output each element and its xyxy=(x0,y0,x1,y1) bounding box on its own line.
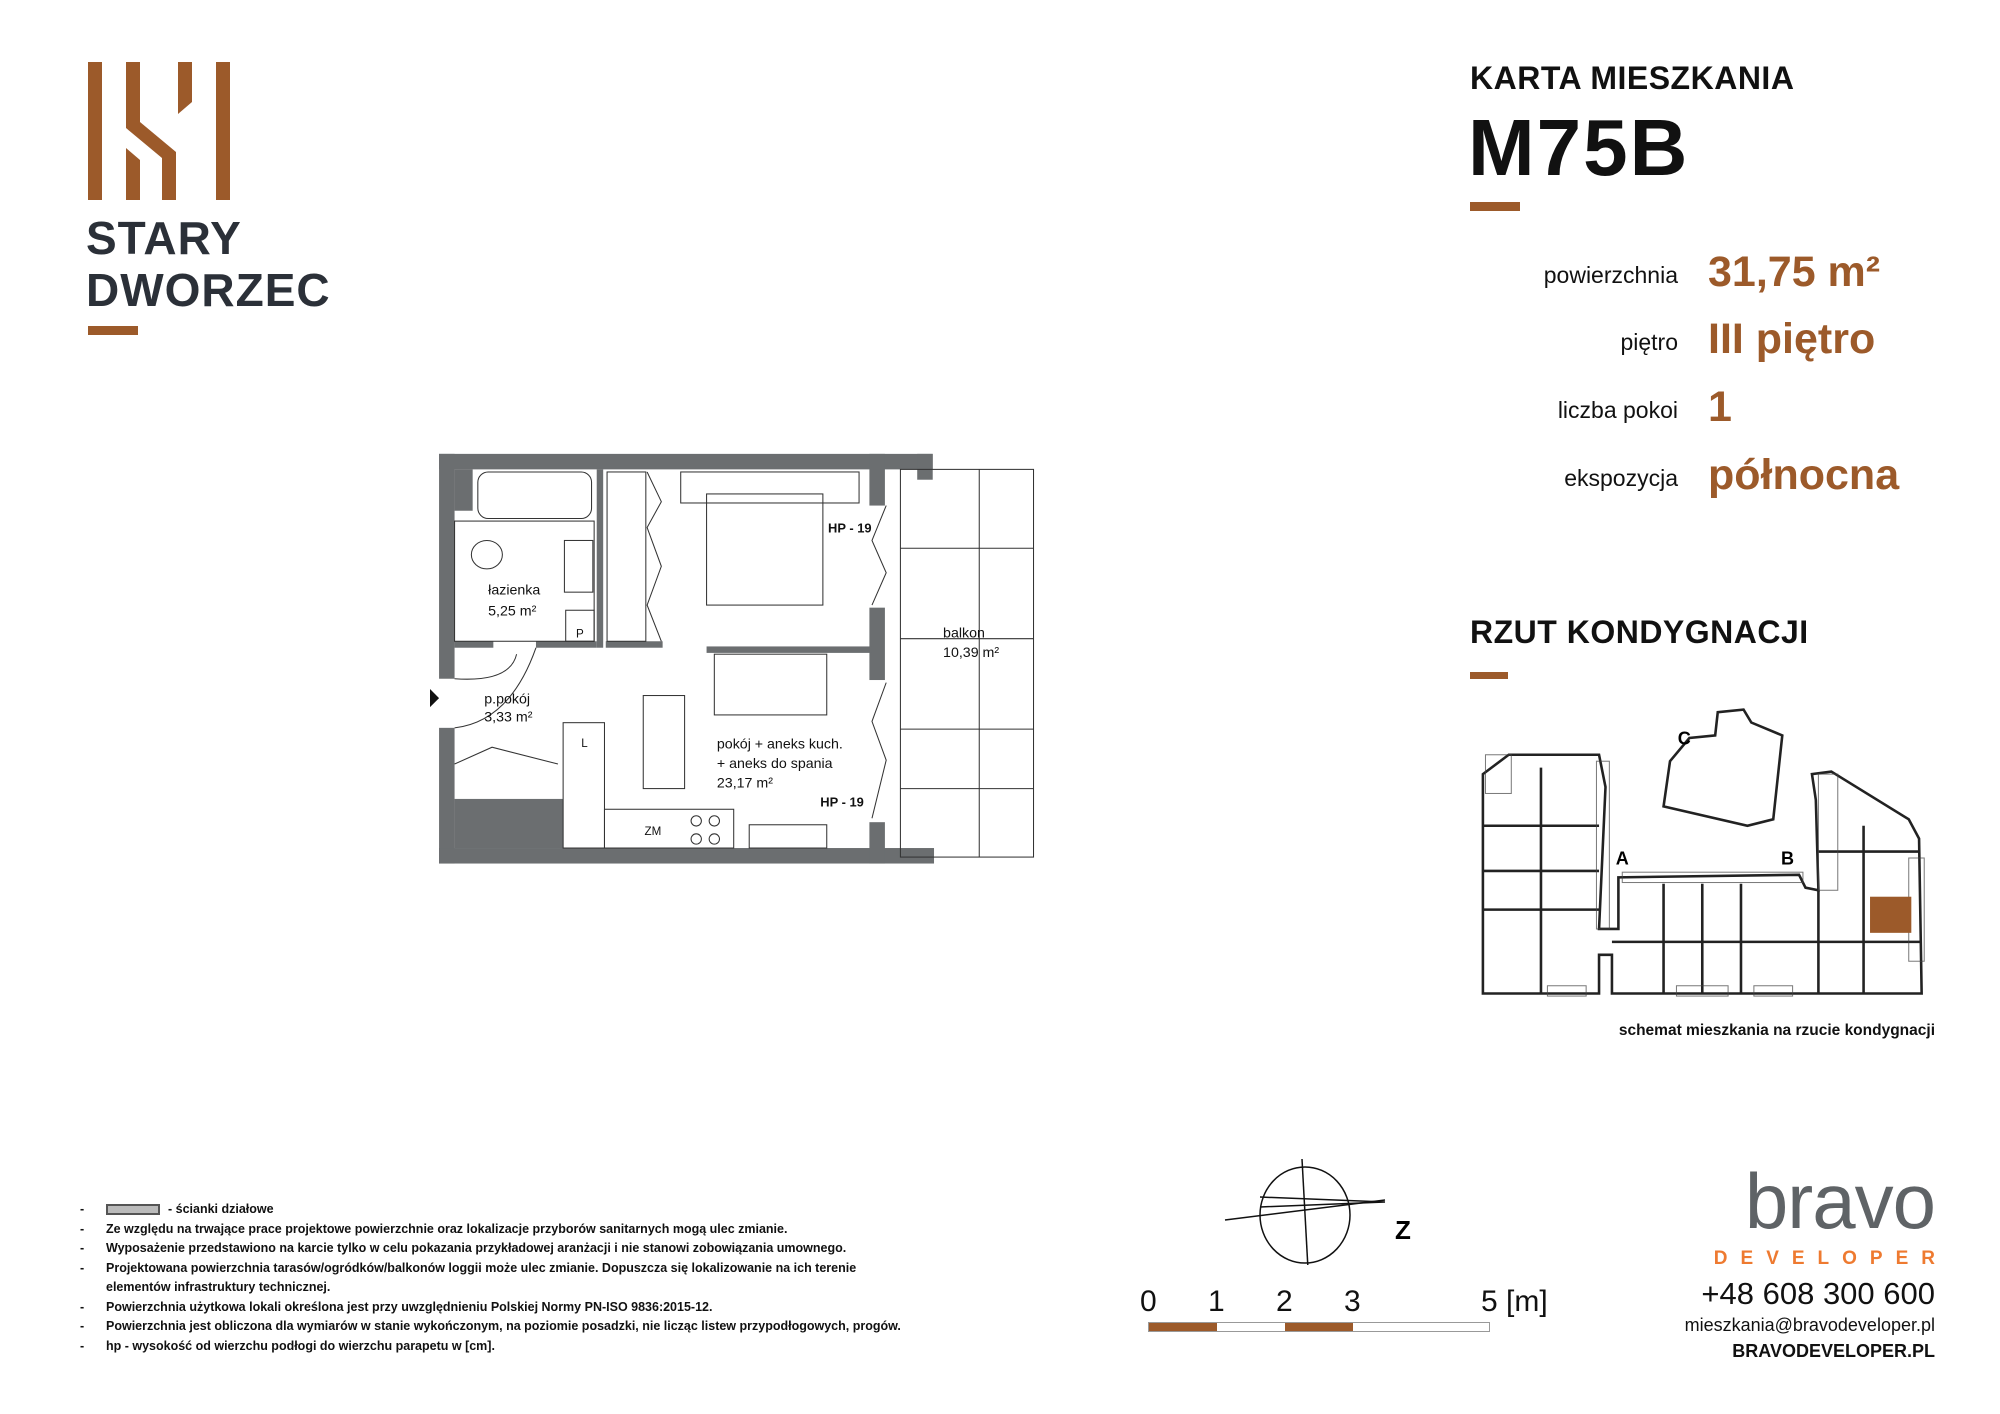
apartment-code: M75B xyxy=(1468,103,1690,192)
room-name-living-2: + aneks do spania xyxy=(717,756,833,772)
room-name-hall: p.pokój xyxy=(484,691,530,707)
highlighted-apartment xyxy=(1870,896,1912,933)
entrance-arrow-icon xyxy=(430,689,440,708)
window-height-bottom: HP - 19 xyxy=(820,795,864,810)
stary-dworzec-logo-mark xyxy=(88,62,230,200)
scale-tick-5: 5 [m] xyxy=(1481,1285,1548,1318)
exterior-walls xyxy=(439,453,935,864)
developer-logo-brand: bravo xyxy=(1744,1157,1936,1245)
building-floor-schematic: A B C xyxy=(1481,708,1925,997)
detail-label-rooms: liczba pokoi xyxy=(1557,397,1678,423)
note-item: hp - wysokość od wierzchu podłogi do wie… xyxy=(80,1337,901,1357)
notes-list: - ścianki działowe Ze względu na trwając… xyxy=(80,1200,901,1356)
apartment-floor-plan: łazienka 5,25 m² p.pokój 3,33 m² pokój +… xyxy=(430,453,1035,864)
developer-website[interactable]: BRAVODEVELOPER.PL xyxy=(1732,1341,1935,1361)
logo-text-stary: STARY xyxy=(86,212,242,264)
floor-section-title: RZUT KONDYGNACJI xyxy=(1470,614,1809,650)
note-item: Powierzchnia jest obliczona dla wymiarów… xyxy=(80,1317,901,1337)
detail-label-exposure: ekspozycja xyxy=(1564,465,1678,491)
accent-bar xyxy=(88,326,138,335)
room-name-living: pokój + aneks kuch. xyxy=(717,737,843,753)
compass-label: Z xyxy=(1395,1215,1411,1245)
developer-email[interactable]: mieszkania@bravodeveloper.pl xyxy=(1684,1315,1935,1335)
developer-phone[interactable]: +48 608 300 600 xyxy=(1701,1276,1935,1311)
detail-value-rooms: 1 xyxy=(1708,383,1732,431)
room-area-hall: 3,33 m² xyxy=(484,709,532,725)
detail-value-area: 31,75 m² xyxy=(1708,248,1881,296)
room-area-bathroom: 5,25 m² xyxy=(488,603,536,619)
detail-label-area: powierzchnia xyxy=(1543,262,1678,288)
scale-tick-2: 2 xyxy=(1276,1285,1293,1318)
accent-bar xyxy=(1470,672,1508,679)
window-height-top: HP - 19 xyxy=(828,521,872,536)
room-name-bathroom: łazienka xyxy=(488,583,540,599)
mark-l: L xyxy=(581,737,588,750)
mark-zm: ZM xyxy=(645,825,662,838)
partition-wall-swatch xyxy=(106,1204,160,1216)
note-item: Projektowana powierzchnia tarasów/ogródk… xyxy=(80,1259,866,1298)
detail-label-floor: piętro xyxy=(1620,329,1678,355)
scale-tick-0: 0 xyxy=(1140,1285,1157,1318)
accent-bar xyxy=(1470,202,1520,211)
scale-tick-3: 3 xyxy=(1344,1285,1361,1318)
compass-icon: Z xyxy=(1224,1158,1411,1265)
room-area-living: 23,17 m² xyxy=(717,775,773,791)
detail-value-floor: III piętro xyxy=(1708,315,1876,363)
floor-schematic-caption: schemat mieszkania na rzucie kondygnacji xyxy=(1618,1022,1935,1039)
building-label-c: C xyxy=(1678,728,1691,748)
scale-bar xyxy=(1148,1322,1490,1332)
mark-p: P xyxy=(576,627,584,640)
card-title: KARTA MIESZKANIA xyxy=(1470,60,1795,96)
legend-text: - ścianki działowe xyxy=(168,1202,274,1216)
detail-value-exposure: północna xyxy=(1708,451,1900,499)
room-area-balcony: 10,39 m² xyxy=(943,645,999,661)
building-label-b: B xyxy=(1781,848,1794,868)
legend-partition-walls: - ścianki działowe xyxy=(80,1200,901,1220)
note-item: Wyposażenie przedstawiono na karcie tylk… xyxy=(80,1239,901,1259)
note-item: Powierzchnia użytkowa lokali określona j… xyxy=(80,1298,901,1318)
building-label-a: A xyxy=(1616,848,1629,868)
logo-text-dworzec: DWORZEC xyxy=(86,264,331,316)
note-item: Ze względu na trwające prace projektowe … xyxy=(80,1220,901,1240)
scale-tick-1: 1 xyxy=(1208,1285,1225,1318)
room-name-balcony: balkon xyxy=(943,625,985,641)
developer-logo-sub: DEVELOPER xyxy=(1713,1248,1948,1269)
